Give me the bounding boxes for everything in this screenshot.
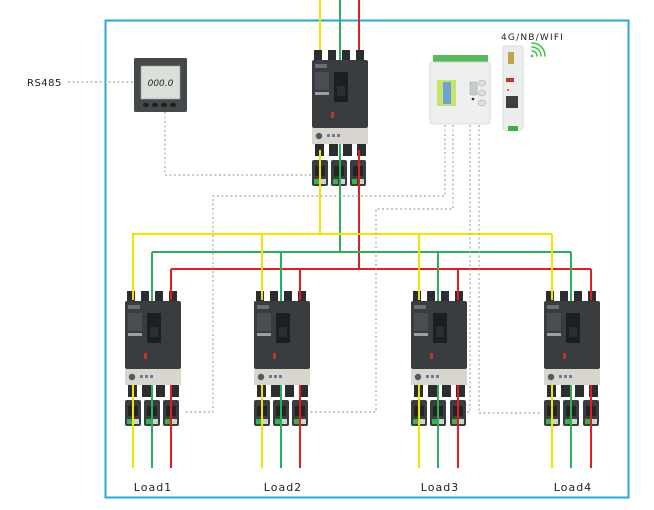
feeder-breaker-load2 bbox=[254, 291, 310, 397]
meter-display-value: 000.0 bbox=[148, 79, 174, 89]
wireless-label: 4G/NB/WIFI bbox=[501, 33, 564, 43]
iot-gateway bbox=[502, 45, 524, 131]
rs485-label: RS485 bbox=[27, 78, 62, 89]
feeder-breaker-load4 bbox=[544, 291, 600, 397]
feeder-breaker-load1 bbox=[125, 291, 181, 397]
wifi-signal-icon bbox=[530, 42, 546, 58]
meter-to-main-ct-line bbox=[164, 112, 312, 176]
busbars bbox=[132, 233, 591, 270]
load3-ct-signal bbox=[466, 125, 471, 413]
load4-ct-signal bbox=[478, 125, 542, 414]
load2-ct-signal bbox=[310, 125, 454, 413]
load3-label: Load3 bbox=[421, 481, 459, 494]
signal-lines bbox=[68, 81, 542, 414]
load4-label: Load4 bbox=[554, 481, 592, 494]
panel-meter: 000.0 bbox=[134, 58, 187, 112]
main-breaker bbox=[312, 50, 368, 156]
feeder-breaker-load3 bbox=[411, 291, 467, 397]
load1-label: Load1 bbox=[134, 481, 172, 494]
load1-ct-signal bbox=[184, 125, 446, 413]
enclosure-frame bbox=[104, 19, 630, 499]
multi-circuit-energy-meter bbox=[429, 55, 491, 125]
load2-label: Load2 bbox=[264, 481, 302, 494]
